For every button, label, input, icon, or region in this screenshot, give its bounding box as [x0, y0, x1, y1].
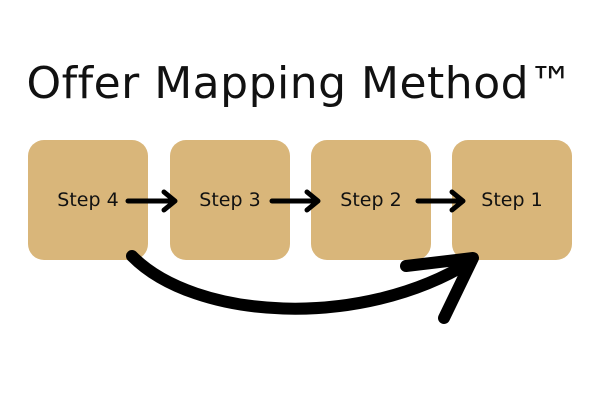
step-label-3: Step 3 — [199, 189, 261, 211]
step-box-3: Step 3 — [170, 140, 290, 260]
step-label-4: Step 4 — [57, 189, 119, 211]
step-box-2: Step 2 — [311, 140, 431, 260]
curved-arrow-icon — [126, 250, 479, 324]
step-box-1: Step 1 — [452, 140, 572, 260]
step-label-1: Step 1 — [481, 189, 543, 211]
diagram-title: Offer Mapping Method™ — [26, 58, 574, 109]
step-box-4: Step 4 — [28, 140, 148, 260]
step-label-2: Step 2 — [340, 189, 402, 211]
